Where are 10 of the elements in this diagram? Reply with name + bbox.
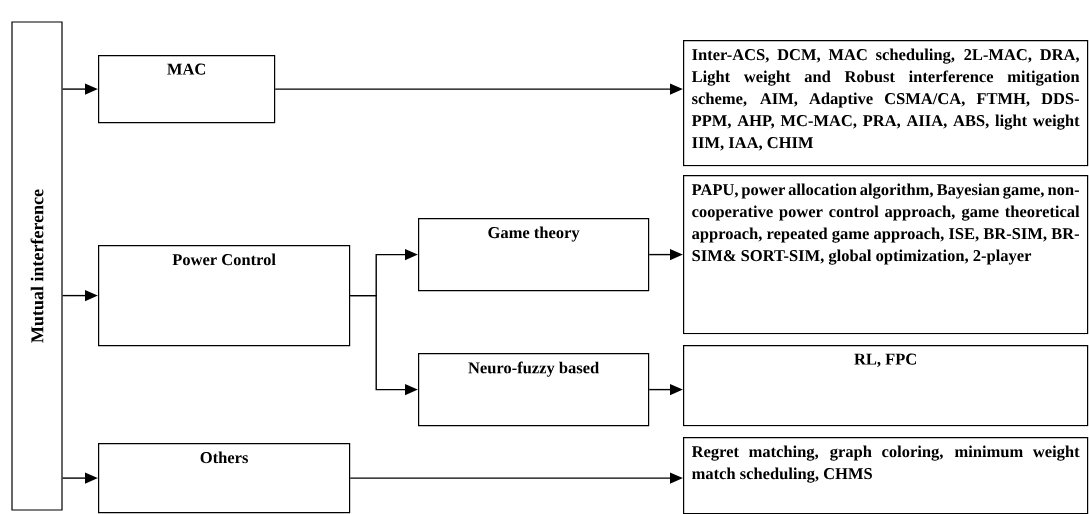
method-list-box: Inter-ACS, DCM, MAC scheduling, 2L-MAC, DRA, Light weight and Robust interference mitigation scheme, AIM, Adaptive CSMA/CA, FTMH, DDS-PPM, AHP, MC-MAC, PRA, AIIA, ABS, light weight IIM, IAA, CHIM	[683, 40, 1089, 167]
subcategory-box: Neuro-fuzzy based	[418, 353, 650, 427]
category-box: MAC	[98, 55, 276, 124]
subcategory-box: Game theory	[418, 218, 650, 292]
category-box: Others	[98, 443, 351, 514]
vertical-box: Mutual interference	[11, 21, 63, 511]
method-list-box: PAPU, power allocation algorithm, Bayesian game, non-cooperative power control approach, game theoretical approach, repeated game approach, ISE, BR-SIM, BR-SIM& SORT-SIM, global optimization, 2-player	[683, 175, 1089, 335]
category-box: Power Control	[98, 245, 351, 347]
method-list-box: Regret matching, graph coloring, minimum weight match scheduling, CHMS	[683, 437, 1089, 514]
method-list-box: RL, FPC	[683, 345, 1089, 427]
